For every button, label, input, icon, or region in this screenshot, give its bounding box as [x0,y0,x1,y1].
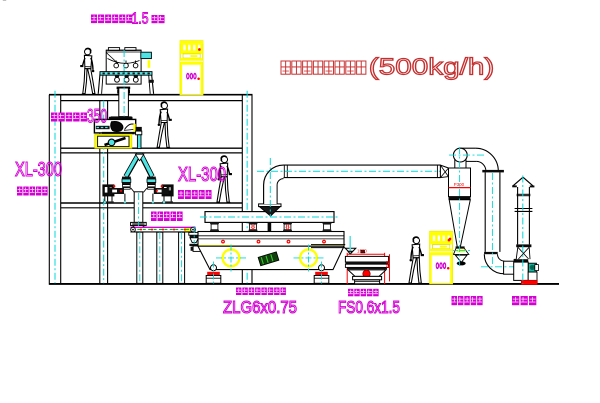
svg-text:XL-300: XL-300 [178,163,226,186]
svg-text:350: 350 [87,107,107,128]
svg-text:540: 540 [385,261,390,269]
svg-text:ZLG6x0.75: ZLG6x0.75 [223,297,297,317]
svg-text:1.5: 1.5 [132,11,149,28]
svg-text:1500: 1500 [357,248,367,253]
svg-text:(500kg/h): (500kg/h) [369,53,495,79]
svg-text:XL-300: XL-300 [15,158,62,181]
svg-text:FS0.6x1.5: FS0.6x1.5 [338,297,400,317]
